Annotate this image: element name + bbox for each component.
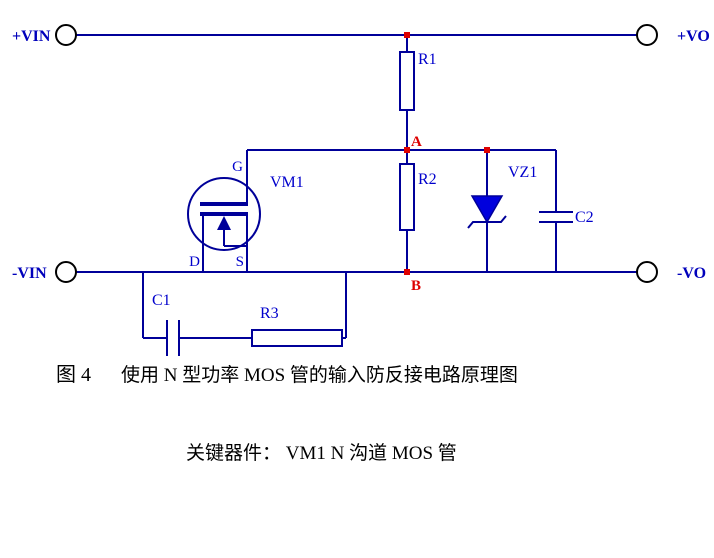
label-vin-plus: +VIN xyxy=(12,28,51,45)
label-gate: G xyxy=(232,159,243,175)
junction-dot-top xyxy=(404,32,410,38)
mosfet-vm1 xyxy=(187,150,261,272)
label-vm1: VM1 xyxy=(270,174,304,191)
capacitor-c1 xyxy=(142,272,180,356)
junction-dot-a xyxy=(404,147,410,153)
junction-dot-vz1 xyxy=(484,147,490,153)
terminal-vin-plus xyxy=(55,24,77,46)
terminal-vin-minus xyxy=(55,261,77,283)
label-r3: R3 xyxy=(260,305,279,322)
terminal-vo-minus xyxy=(636,261,658,283)
capacitor-c2 xyxy=(539,150,573,272)
label-node-b: B xyxy=(411,278,421,294)
resistor-r1 xyxy=(399,35,415,150)
label-drain: D xyxy=(189,254,200,270)
figure-caption: 图 4 使用 N 型功率 MOS 管的输入防反接电路原理图 xyxy=(56,358,518,387)
figure-title: 使用 N 型功率 MOS 管的输入防反接电路原理图 xyxy=(121,365,518,386)
label-r1: R1 xyxy=(418,51,437,68)
label-vin-minus: -VIN xyxy=(12,265,47,282)
junction-dot-b xyxy=(404,269,410,275)
label-r2: R2 xyxy=(418,171,437,188)
resistor-r2 xyxy=(399,150,415,272)
junction-dots xyxy=(404,32,490,275)
zener-diode-vz1 xyxy=(467,150,507,272)
label-c1: C1 xyxy=(152,292,171,309)
key-component-caption: 关键器件： VM1 N 沟道 MOS 管 xyxy=(186,443,457,464)
resistor-r3 xyxy=(179,272,347,347)
label-vo-minus: -VO xyxy=(677,265,706,282)
label-vo-plus: +VO xyxy=(677,28,710,45)
figure-number: 图 4 xyxy=(56,364,91,386)
label-node-a: A xyxy=(411,134,422,150)
label-c2: C2 xyxy=(575,209,594,226)
label-source: S xyxy=(236,254,244,270)
label-vz1: VZ1 xyxy=(508,164,537,181)
terminal-vo-plus xyxy=(636,24,658,46)
